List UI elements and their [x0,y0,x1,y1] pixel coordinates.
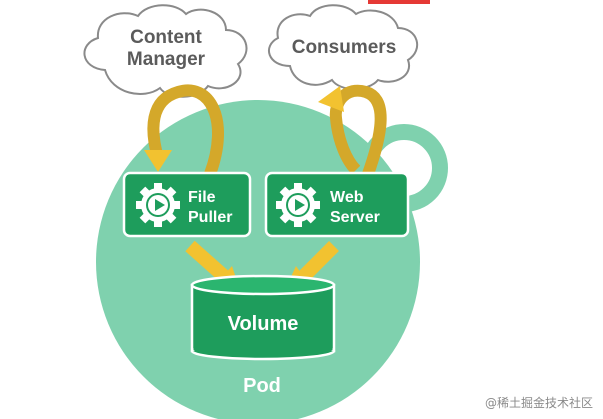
cloud-label-line1: Content [130,27,202,48]
pod-label: Pod [243,375,281,397]
watermark: @稀土掘金技术社区 [484,396,593,410]
box-label-line1: File [188,189,216,206]
box-label-line1: Web [330,189,364,206]
volume-label: Volume [228,313,299,335]
cloud-label-line2: Manager [127,49,206,70]
cloud-label: Consumers [292,37,397,58]
volume-cylinder: Volume [190,274,336,361]
content-manager-cloud: Content Manager [83,4,248,98]
red-edge-mark [368,0,430,4]
arrow-server-to-consumers [318,84,387,176]
box-label-line2: Puller [188,209,232,226]
gear-play-icon [136,183,180,227]
web-server-box: Web Server [264,171,410,238]
file-puller-box: File Puller [122,171,252,238]
arrow-content-to-puller [144,84,224,177]
gear-play-icon [276,183,320,227]
box-label-line2: Server [330,209,380,226]
consumers-cloud: Consumers [267,4,419,90]
